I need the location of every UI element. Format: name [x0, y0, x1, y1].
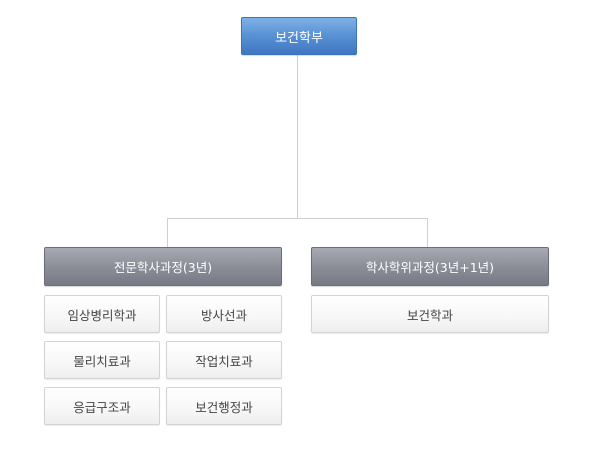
dept-node-label: 임상병리학과: [67, 307, 137, 323]
branch-node-label: 전문학사과정(3년): [113, 260, 213, 275]
branch-connector-right: [427, 218, 428, 247]
branch-node-bachelor-degree[interactable]: 학사학위과정(3년+1년): [311, 247, 549, 286]
dept-node-label: 물리치료과: [73, 353, 131, 369]
branch-connector-horizontal: [167, 218, 428, 219]
dept-node-label: 보건행정과: [195, 399, 253, 415]
dept-node-label: 방사선과: [200, 307, 247, 323]
dept-node-occupational-therapy[interactable]: 작업치료과: [166, 341, 282, 379]
dept-node-health-administration[interactable]: 보건행정과: [166, 387, 282, 425]
dept-node-health-science[interactable]: 보건학과: [311, 295, 549, 333]
branch-connector-left: [167, 218, 168, 247]
dept-node-label: 응급구조과: [73, 399, 131, 415]
dept-node-label: 보건학과: [406, 307, 453, 323]
dept-node-emergency-rescue[interactable]: 응급구조과: [44, 387, 160, 425]
branch-node-label: 학사학위과정(3년+1년): [365, 260, 495, 275]
dept-node-label: 작업치료과: [195, 353, 253, 369]
branch-node-associate-degree[interactable]: 전문학사과정(3년): [44, 247, 282, 286]
root-node-label: 보건학부: [275, 30, 323, 46]
root-connector-vertical: [297, 55, 298, 219]
root-node-school-of-health[interactable]: 보건학부: [241, 17, 357, 55]
dept-node-clinical-pathology[interactable]: 임상병리학과: [44, 295, 160, 333]
dept-node-physical-therapy[interactable]: 물리치료과: [44, 341, 160, 379]
dept-node-radiology[interactable]: 방사선과: [166, 295, 282, 333]
